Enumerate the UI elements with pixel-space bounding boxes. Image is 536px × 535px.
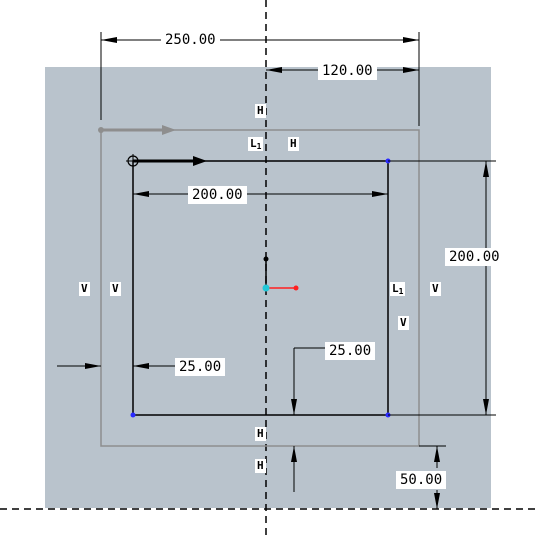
constraint-v-left-outer[interactable]: V xyxy=(79,282,90,296)
constraint-v-right-outer[interactable]: V xyxy=(430,282,441,296)
constraint-l1-right-index: 1 xyxy=(398,287,404,296)
outer-reference-rectangle[interactable] xyxy=(100,129,420,447)
dim-50-arrow-lower xyxy=(434,493,440,509)
constraint-v-left-inner[interactable]: V xyxy=(110,282,121,296)
inner-rectangle[interactable] xyxy=(132,160,389,416)
dim-250-arrow-right xyxy=(403,37,419,43)
dim-25l-arrow-outer xyxy=(85,363,101,369)
dim-120-arrow-right xyxy=(403,67,419,73)
vertex-bottom-left[interactable] xyxy=(130,412,136,418)
constraint-l1-top[interactable]: L1 xyxy=(248,137,264,151)
dimension-25-right[interactable]: 25.00 xyxy=(325,342,376,360)
constraint-l1-top-letter: L xyxy=(250,137,257,150)
constraint-l1-top-index: 1 xyxy=(256,142,262,151)
outer-origin-arrowhead xyxy=(162,125,176,135)
dimension-120[interactable]: 120.00 xyxy=(318,62,377,80)
dim-25r-arrow-bottom xyxy=(291,446,297,462)
dim-50-arrow-upper xyxy=(434,446,440,462)
dim-25l-arrow-inner xyxy=(133,363,149,369)
constraint-h-bottom-outer[interactable]: H xyxy=(255,459,266,473)
dim-25r-arrow-top xyxy=(291,399,297,415)
inner-origin-arrowhead xyxy=(193,156,207,166)
dim-120-arrow-left xyxy=(266,67,282,73)
center-x-axis-end xyxy=(293,285,299,291)
dim-200h-arrow-left xyxy=(133,191,149,197)
dimension-250[interactable]: 250.00 xyxy=(161,31,220,49)
constraint-h-top-inner[interactable]: H xyxy=(288,137,299,151)
constraint-v-right-inner[interactable]: V xyxy=(398,316,409,330)
constraint-h-top-reference[interactable]: H xyxy=(255,104,266,118)
constraint-l1-right[interactable]: L1 xyxy=(390,282,406,296)
dim-200h-arrow-right xyxy=(372,191,388,197)
outer-origin-point xyxy=(98,127,104,133)
dim-250-arrow-left xyxy=(101,37,117,43)
dimension-50[interactable]: 50.00 xyxy=(396,471,447,489)
dimension-200-vertical[interactable]: 200.00 xyxy=(445,248,504,266)
center-point[interactable] xyxy=(262,284,270,292)
center-y-axis-end xyxy=(263,256,269,262)
dimension-200-horizontal[interactable]: 200.00 xyxy=(188,186,247,204)
dim-200v-arrow-bottom xyxy=(483,399,489,415)
dimension-25-left[interactable]: 25.00 xyxy=(175,358,226,376)
constraint-l1-right-letter: L xyxy=(392,282,399,295)
dim-200v-arrow-top xyxy=(483,161,489,177)
constraint-h-bottom-inner[interactable]: H xyxy=(255,427,266,441)
